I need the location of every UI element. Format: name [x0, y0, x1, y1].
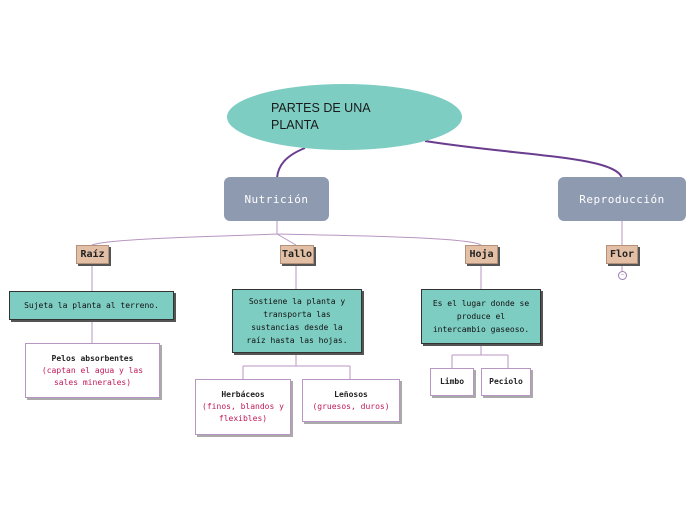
leaf-limbo[interactable]: Limbo — [430, 368, 474, 396]
leaf-pelos-absorbentes[interactable]: Pelos absorbentes (captan el agua y las … — [25, 343, 160, 398]
leaf-peciolo-title: Peciolo — [489, 377, 523, 386]
tag-raiz[interactable]: Raíz — [76, 245, 109, 264]
link-tags-descriptions — [91, 263, 482, 291]
leaf-herbaceos[interactable]: Herbáceos (finos, blandos y flexibles) — [195, 379, 291, 435]
leaf-lenosos[interactable]: Leñosos (gruesos, duros) — [302, 379, 400, 422]
root-topic[interactable]: PARTES DE UNA PLANTA — [227, 84, 462, 150]
link-hoja-leaves — [451, 344, 509, 368]
tag-hoja[interactable]: Hoja — [465, 245, 498, 264]
tag-flor[interactable]: Flor — [606, 245, 638, 264]
leaf-herbaceos-note: (finos, blandos y flexibles) — [202, 402, 284, 423]
link-root-nutricion — [276, 147, 306, 179]
leaf-lenosos-title: Leñosos — [334, 389, 368, 399]
root-topic-label: PARTES DE UNA PLANTA — [271, 101, 370, 132]
link-nutricion-tags — [91, 221, 482, 246]
link-root-reproduccion — [424, 140, 623, 179]
tag-tallo[interactable]: Tallo — [280, 245, 314, 264]
branch-reproduccion[interactable]: Reproducción — [558, 177, 686, 221]
description-hoja[interactable]: Es el lugar donde se produce el intercam… — [421, 289, 541, 344]
leaf-peciolo[interactable]: Peciolo — [481, 368, 531, 396]
branch-nutricion[interactable]: Nutrición — [224, 177, 329, 221]
description-raiz[interactable]: Sujeta la planta al terreno. — [9, 291, 174, 320]
leaf-pelos-note: (captan el agua y las sales minerales) — [41, 365, 144, 387]
leaf-herbaceos-title: Herbáceos — [221, 390, 265, 399]
leaf-limbo-title: Limbo — [439, 377, 465, 386]
leaf-lenosos-note: (gruesos, duros) — [312, 401, 390, 411]
collapse-toggle-icon[interactable]: − — [618, 271, 627, 280]
link-tallo-leaves — [242, 353, 351, 379]
leaf-pelos-title: Pelos absorbentes — [51, 353, 134, 363]
description-tallo[interactable]: Sostiene la planta y transporta las sust… — [232, 289, 362, 353]
